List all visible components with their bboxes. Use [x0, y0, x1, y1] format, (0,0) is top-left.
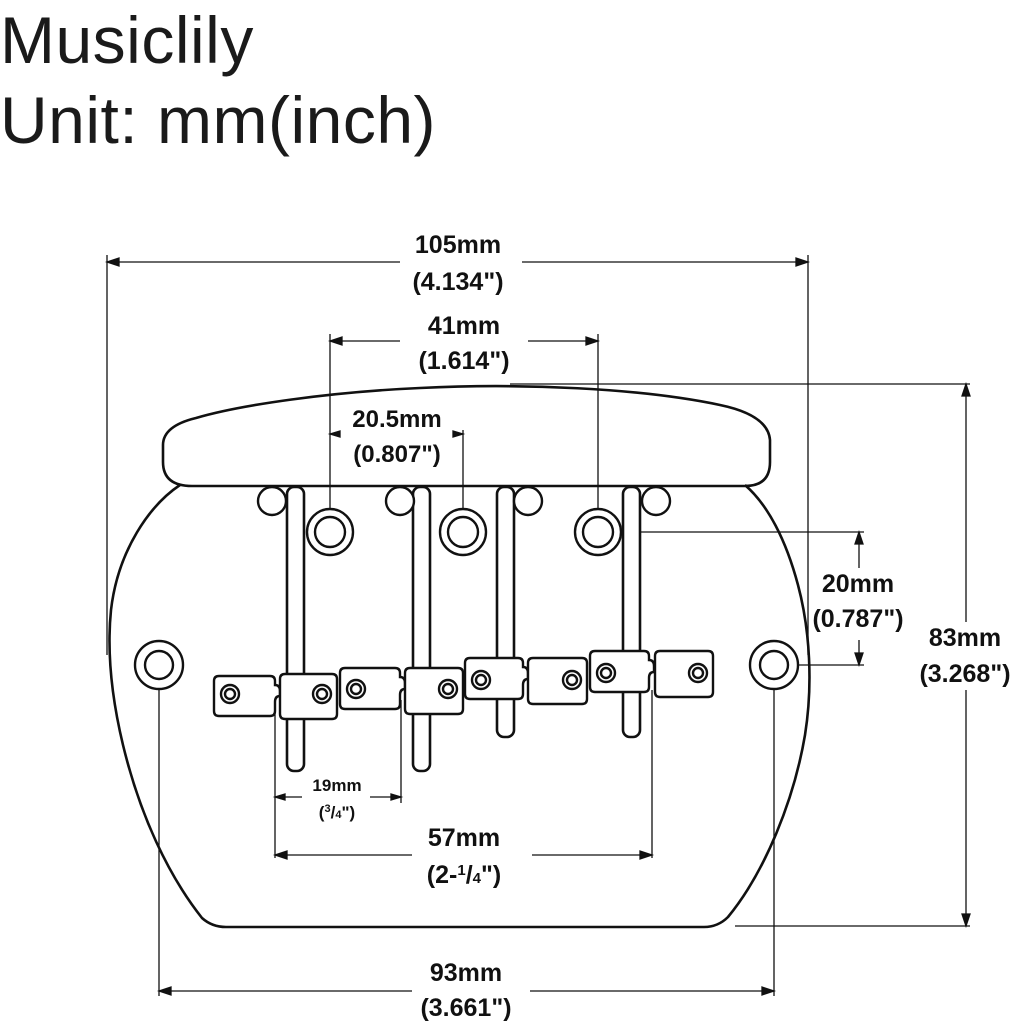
string-span-mm: 57mm — [428, 824, 500, 852]
saddle-rod — [621, 485, 642, 739]
screw-offset-mm: 20mm — [822, 570, 894, 598]
string-span-inch: (2-1/4") — [427, 861, 501, 889]
outer-string-spacing-mm: 41mm — [428, 312, 500, 340]
overall-height-mm: 83mm — [929, 624, 1001, 652]
small-holes — [256, 485, 672, 517]
mounting-holes — [133, 639, 800, 691]
dimension-labels: 105mm (4.134") 41mm (1.614") 20.5mm (0.8… — [312, 231, 1010, 1022]
string-pitch-inch: (3/4") — [319, 803, 355, 822]
saddles — [212, 649, 715, 721]
mount-hole-spacing-mm: 93mm — [430, 959, 502, 987]
saddle-rod — [411, 485, 432, 773]
small-hole — [640, 485, 672, 517]
outer-string-spacing-inch: (1.614") — [418, 347, 509, 375]
saddle-block — [653, 649, 715, 699]
saddle-rod — [285, 485, 306, 773]
overall-width-mm: 105mm — [415, 231, 501, 259]
saddle-block — [526, 656, 589, 706]
extension-lines — [106, 255, 970, 996]
small-hole — [512, 485, 544, 517]
mount-hole-spacing-inch: (3.661") — [420, 994, 511, 1022]
string-pitch-mm: 19mm — [312, 776, 361, 795]
overall-height-inch: (3.268") — [919, 660, 1010, 688]
small-hole — [256, 485, 288, 517]
brand-name: Musiclily — [0, 3, 254, 77]
string-holes — [305, 507, 623, 557]
half-spacing-inch: (0.807") — [353, 441, 440, 468]
overall-width-inch: (4.134") — [412, 268, 503, 296]
base-plate — [108, 483, 811, 929]
header: Musiclily Unit: mm(inch) — [0, 0, 436, 160]
bridge-outline — [108, 384, 811, 929]
bridge-top-rail — [161, 384, 772, 488]
half-spacing-mm: 20.5mm — [352, 406, 441, 433]
unit-label: Unit: mm(inch) — [0, 83, 437, 157]
screw-offset-inch: (0.787") — [812, 605, 903, 633]
small-hole — [384, 485, 416, 517]
dimension-lines — [104, 257, 971, 996]
